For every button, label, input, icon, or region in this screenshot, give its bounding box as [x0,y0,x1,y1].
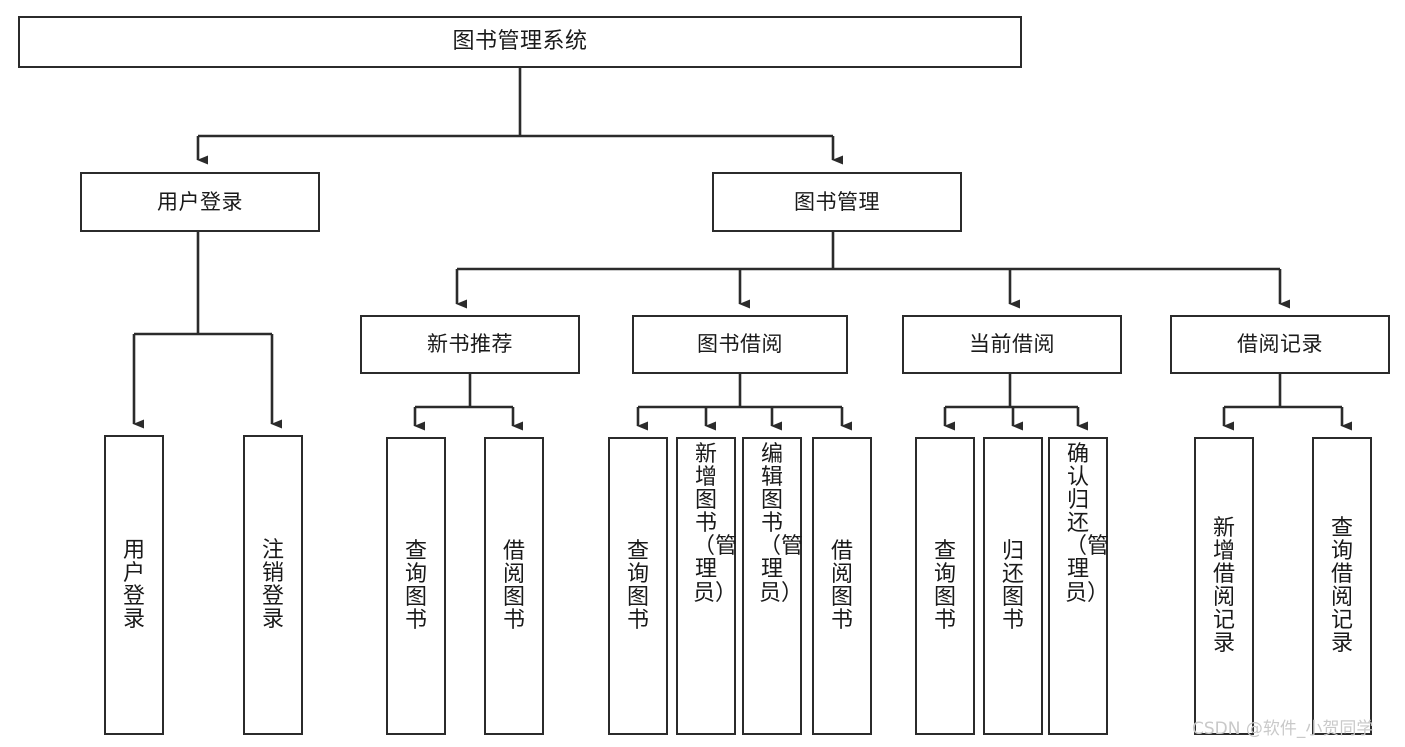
leaf-confirm-return[interactable]: 确认归还（管理员） [1048,437,1110,735]
leaf-borrow-book-2[interactable]: 借阅图书 [812,437,872,735]
leaf-edit-book[interactable]: 编辑图书（管理员） [742,437,804,735]
node-borrow-record[interactable]: 借阅记录 [1170,315,1390,374]
leaf-borrow-book-1[interactable]: 借阅图书 [484,437,544,735]
node-book-manage[interactable]: 图书管理 [712,172,962,232]
node-book-borrow[interactable]: 图书借阅 [632,315,848,374]
node-user-login[interactable]: 用户登录 [80,172,320,232]
leaf-query-book-1[interactable]: 查询图书 [386,437,446,735]
leaf-query-book-2[interactable]: 查询图书 [608,437,668,735]
leaf-user-login[interactable]: 用户登录 [104,435,164,735]
node-label: 新增图书（管理员） [693,442,738,606]
node-label: 查询图书 [933,538,956,634]
leaf-query-book-3[interactable]: 查询图书 [915,437,975,735]
node-label: 新书推荐 [427,332,513,357]
leaf-return-book[interactable]: 归还图书 [983,437,1043,735]
node-label: 借阅记录 [1237,332,1323,357]
node-label: 新增借阅记录 [1212,515,1235,657]
node-root-system[interactable]: 图书管理系统 [18,16,1022,68]
node-label: 编辑图书（管理员） [759,442,804,606]
node-label: 图书管理系统 [452,29,588,55]
node-new-book-recommend[interactable]: 新书推荐 [360,315,580,374]
node-label: 注销登录 [261,537,284,633]
node-label: 借阅图书 [502,538,525,634]
node-label: 当前借阅 [969,332,1055,357]
watermark-text: CSDN @软件_小贺同学 [1192,719,1374,739]
node-label: 查询图书 [626,538,649,634]
leaf-query-record[interactable]: 查询借阅记录 [1312,437,1372,735]
node-label: 用户登录 [157,189,243,214]
node-current-borrow[interactable]: 当前借阅 [902,315,1122,374]
leaf-add-record[interactable]: 新增借阅记录 [1194,437,1254,735]
node-label: 借阅图书 [830,538,853,634]
leaf-add-book[interactable]: 新增图书（管理员） [676,437,738,735]
leaf-logout-login[interactable]: 注销登录 [243,435,303,735]
node-label: 归还图书 [1001,538,1024,634]
node-label: 查询借阅记录 [1330,515,1353,657]
node-label: 用户登录 [122,537,145,633]
node-label: 确认归还（管理员） [1065,442,1110,606]
node-label: 图书管理 [794,189,880,214]
node-label: 查询图书 [404,538,427,634]
node-label: 图书借阅 [697,332,783,357]
